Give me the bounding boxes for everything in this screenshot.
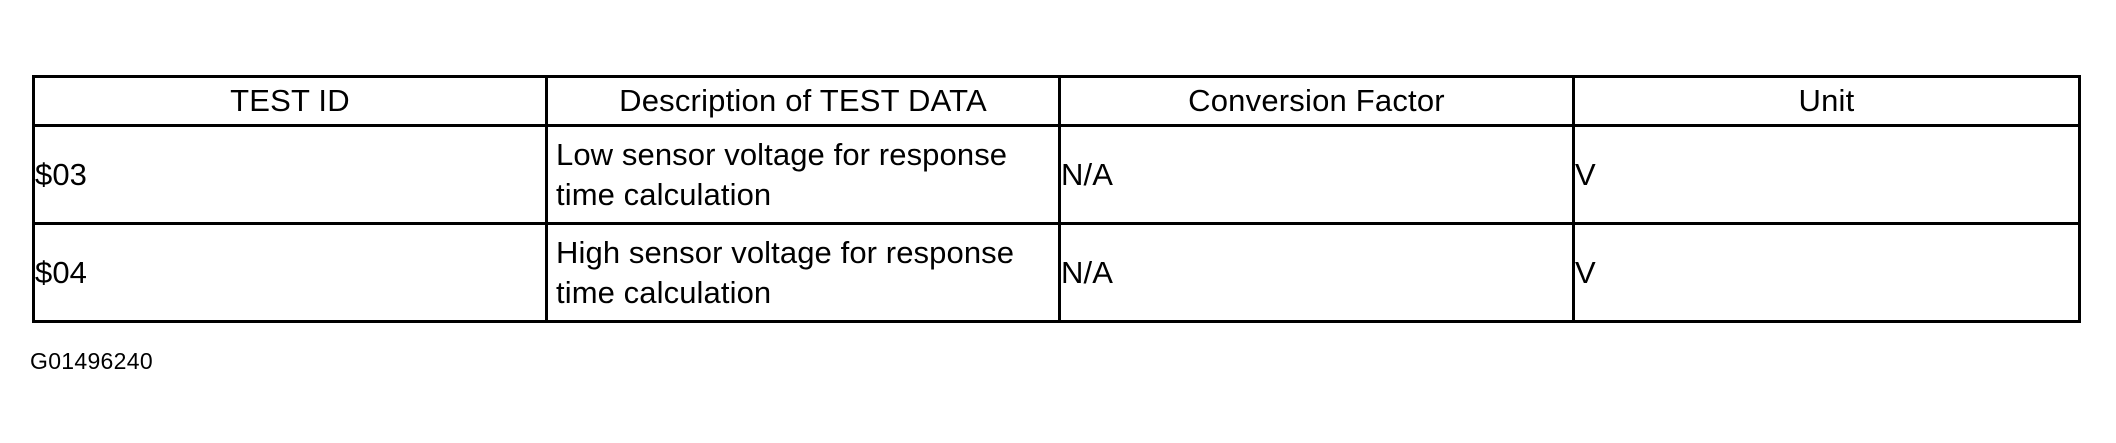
description-line-2: time calculation: [556, 274, 772, 310]
description-line-2: time calculation: [556, 176, 772, 212]
test-data-table: TEST ID Description of TEST DATA Convers…: [32, 75, 2081, 323]
column-header-description: Description of TEST DATA: [545, 75, 1061, 127]
table-row: $04 High sensor voltage for response tim…: [32, 222, 2081, 323]
cell-test-id: $03: [32, 124, 548, 225]
table-header: TEST ID Description of TEST DATA Convers…: [32, 75, 2081, 127]
cell-unit: V: [1572, 124, 2081, 225]
table-body: $03 Low sensor voltage for response time…: [32, 124, 2081, 323]
cell-conversion-factor: N/A: [1058, 124, 1575, 225]
column-header-test-id: TEST ID: [32, 75, 548, 127]
cell-unit: V: [1572, 222, 2081, 323]
table-row: $03 Low sensor voltage for response time…: [32, 124, 2081, 225]
cell-description: Low sensor voltage for response time cal…: [545, 124, 1061, 225]
table-header-row: TEST ID Description of TEST DATA Convers…: [32, 75, 2081, 127]
figure-caption: G01496240: [30, 348, 153, 374]
column-header-conversion-factor: Conversion Factor: [1058, 75, 1575, 127]
cell-description: High sensor voltage for response time ca…: [545, 222, 1061, 323]
cell-conversion-factor: N/A: [1058, 222, 1575, 323]
column-header-unit: Unit: [1572, 75, 2081, 127]
description-line-1: Low sensor voltage for response: [556, 136, 1008, 172]
cell-test-id: $04: [32, 222, 548, 323]
description-line-1: High sensor voltage for response: [556, 234, 1015, 270]
